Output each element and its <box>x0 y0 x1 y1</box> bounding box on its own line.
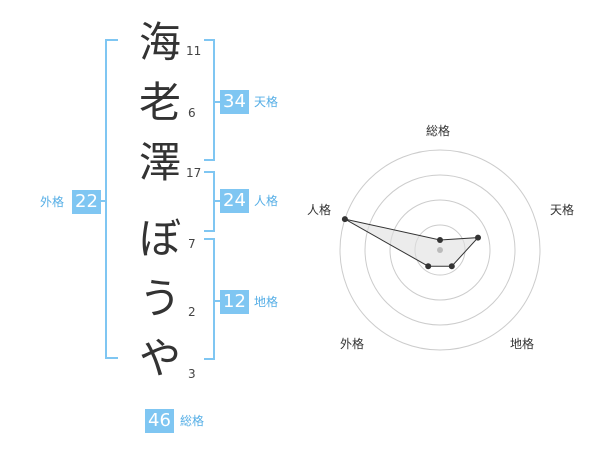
chikaku-badge: 12 <box>220 290 249 314</box>
tenkaku-badge: 34 <box>220 90 249 114</box>
radar-point-3 <box>448 263 455 270</box>
gaikaku-bracket <box>105 39 118 359</box>
name-char-3: 澤 <box>138 138 181 187</box>
name-char-4: ぼ <box>138 214 181 263</box>
jinkaku-bracket <box>204 171 215 232</box>
name-char-2: 老 <box>138 78 181 127</box>
radar-point-5 <box>341 216 348 223</box>
radar-area <box>344 218 480 267</box>
gaikaku-badge: 22 <box>72 190 101 214</box>
stroke-count-4: 7 <box>188 237 196 251</box>
soukaku-label: 総格 <box>180 414 205 428</box>
radar-grid-ring-3 <box>364 174 516 326</box>
name-char-5: う <box>138 274 181 323</box>
brackets <box>100 39 220 360</box>
radar-axis-label-tenkaku: 天格 <box>550 203 575 217</box>
radar-axis-label-gaikaku: 外格 <box>340 337 365 351</box>
radar-point-1 <box>437 237 443 243</box>
radar-point-2 <box>475 234 481 241</box>
jinkaku-label: 人格 <box>254 194 279 208</box>
gaikaku-label: 外格 <box>40 195 65 209</box>
jinkaku-badge: 24 <box>220 189 249 213</box>
radar-axis-label-soukaku: 総格 <box>426 124 451 138</box>
radar-grid <box>339 149 541 351</box>
tenkaku-label: 天格 <box>254 95 279 109</box>
tenkaku-bracket <box>204 39 215 161</box>
name-char-1: 海 <box>138 18 181 67</box>
radar-axis-label-jinkaku: 人格 <box>307 203 332 217</box>
radar-point-4 <box>425 263 432 270</box>
chikaku-bracket <box>204 238 215 360</box>
chikaku-label: 地格 <box>254 295 279 309</box>
radar-grid-ring-4 <box>339 149 541 351</box>
radar-axis-label-chikaku: 地格 <box>510 337 535 351</box>
stroke-count-1: 11 <box>186 44 202 58</box>
name-char-6: や <box>138 334 181 383</box>
stroke-count-6: 3 <box>188 367 196 381</box>
radar-center-dot <box>437 247 443 253</box>
stroke-count-5: 2 <box>188 305 196 319</box>
radar-points <box>341 216 481 270</box>
radar-grid-ring-2 <box>389 199 491 301</box>
soukaku-badge: 46 <box>145 409 174 433</box>
stroke-count-3: 17 <box>186 166 202 180</box>
stroke-count-2: 6 <box>188 106 196 120</box>
